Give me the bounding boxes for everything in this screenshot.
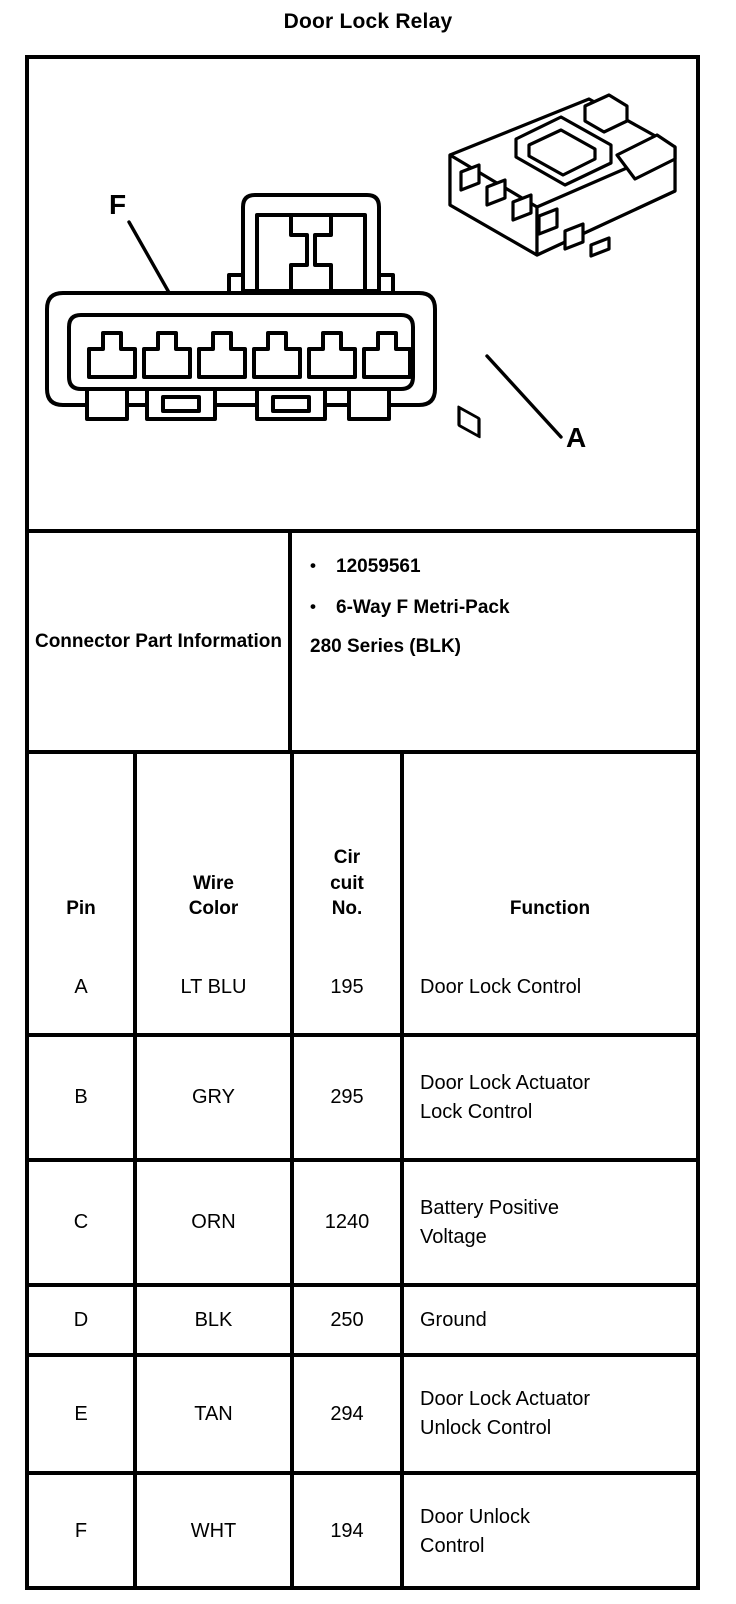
cell-function: Door Lock Control bbox=[402, 942, 696, 1037]
table-header-row: Pin Wire Color Cir cuit No. Function bbox=[29, 754, 696, 942]
cell-circuit-no: 1240 bbox=[292, 1160, 404, 1287]
cell-wire-color: TAN bbox=[135, 1355, 294, 1475]
connector-illustration-panel: F A bbox=[29, 59, 696, 533]
cell-circuit-no: 195 bbox=[292, 942, 404, 1037]
column-header-circuit-no: Cir cuit No. bbox=[292, 754, 404, 942]
table-row: A LT BLU 195 Door Lock Control bbox=[29, 942, 696, 1037]
column-header-wire-color: Wire Color bbox=[135, 754, 294, 942]
cell-pin: E bbox=[29, 1355, 137, 1475]
cell-function: Battery Positive Voltage bbox=[402, 1160, 696, 1287]
cell-wire-color: GRY bbox=[135, 1035, 294, 1162]
connector-part-information-row: Connector Part Information • 12059561 • … bbox=[29, 533, 696, 754]
cell-pin: A bbox=[29, 942, 137, 1037]
cell-circuit-no: 294 bbox=[292, 1355, 404, 1475]
pin-assignment-table: Pin Wire Color Cir cuit No. Function A bbox=[29, 754, 696, 1588]
terminal-cavities bbox=[87, 331, 412, 379]
cell-circuit-no: 250 bbox=[292, 1285, 404, 1357]
cell-pin: D bbox=[29, 1285, 137, 1357]
connector-part-bullet: • 6-Way F Metri-Pack bbox=[310, 596, 696, 620]
cell-wire-color: WHT bbox=[135, 1473, 294, 1588]
isometric-connector-icon bbox=[448, 93, 677, 439]
callout-label-a: A bbox=[566, 422, 586, 453]
connector-part-number: 12059561 bbox=[336, 556, 421, 577]
connector-part-description: 6-Way F Metri-Pack bbox=[336, 596, 510, 618]
table-row: C ORN 1240 Battery Positive Voltage bbox=[29, 1160, 696, 1287]
callout-label-f: F bbox=[109, 189, 126, 220]
table-row: B GRY 295 Door Lock Actuator Lock Contro… bbox=[29, 1035, 696, 1162]
cell-function: Door Unlock Control bbox=[420, 1505, 531, 1557]
connector-sheet: F A bbox=[25, 55, 700, 1590]
cell-function: Door Lock Actuator Unlock Control bbox=[402, 1355, 696, 1475]
connector-part-information-label: Connector Part Information bbox=[29, 533, 292, 750]
column-header-function: Function bbox=[509, 898, 591, 920]
cell-function: Door Lock Actuator Lock Control bbox=[402, 1035, 696, 1162]
connector-drawing: F A bbox=[45, 93, 677, 453]
page-title: Door Lock Relay bbox=[283, 10, 453, 33]
bullet-icon: • bbox=[310, 556, 316, 575]
connector-face-view bbox=[45, 193, 437, 421]
cell-pin: F bbox=[29, 1473, 137, 1588]
table-row: E TAN 294 Door Lock Actuator Unlock Cont… bbox=[29, 1355, 696, 1475]
table-row: D BLK 250 Ground bbox=[29, 1285, 696, 1357]
cell-circuit-no: 194 bbox=[292, 1473, 404, 1588]
table-row: F WHT 194 Door Unlock Control bbox=[29, 1473, 696, 1588]
cell-wire-color: ORN bbox=[135, 1160, 294, 1287]
connector-part-information-values: • 12059561 • 6-Way F Metri-Pack 280 Seri… bbox=[292, 533, 696, 750]
column-header-pin: Pin bbox=[29, 754, 137, 942]
cell-function: Ground bbox=[402, 1285, 696, 1357]
cell-wire-color: BLK bbox=[135, 1285, 294, 1357]
callout-leader-a bbox=[485, 354, 563, 439]
cell-circuit-no: 295 bbox=[292, 1035, 404, 1162]
cell-pin: B bbox=[29, 1035, 137, 1162]
cell-wire-color: LT BLU bbox=[135, 942, 294, 1037]
connector-part-series: 280 Series (BLK) bbox=[310, 635, 462, 657]
connector-part-bullet: • 12059561 bbox=[310, 555, 696, 579]
cell-pin: C bbox=[29, 1160, 137, 1287]
connector-skirt bbox=[85, 387, 391, 421]
bullet-icon: • bbox=[310, 596, 316, 616]
